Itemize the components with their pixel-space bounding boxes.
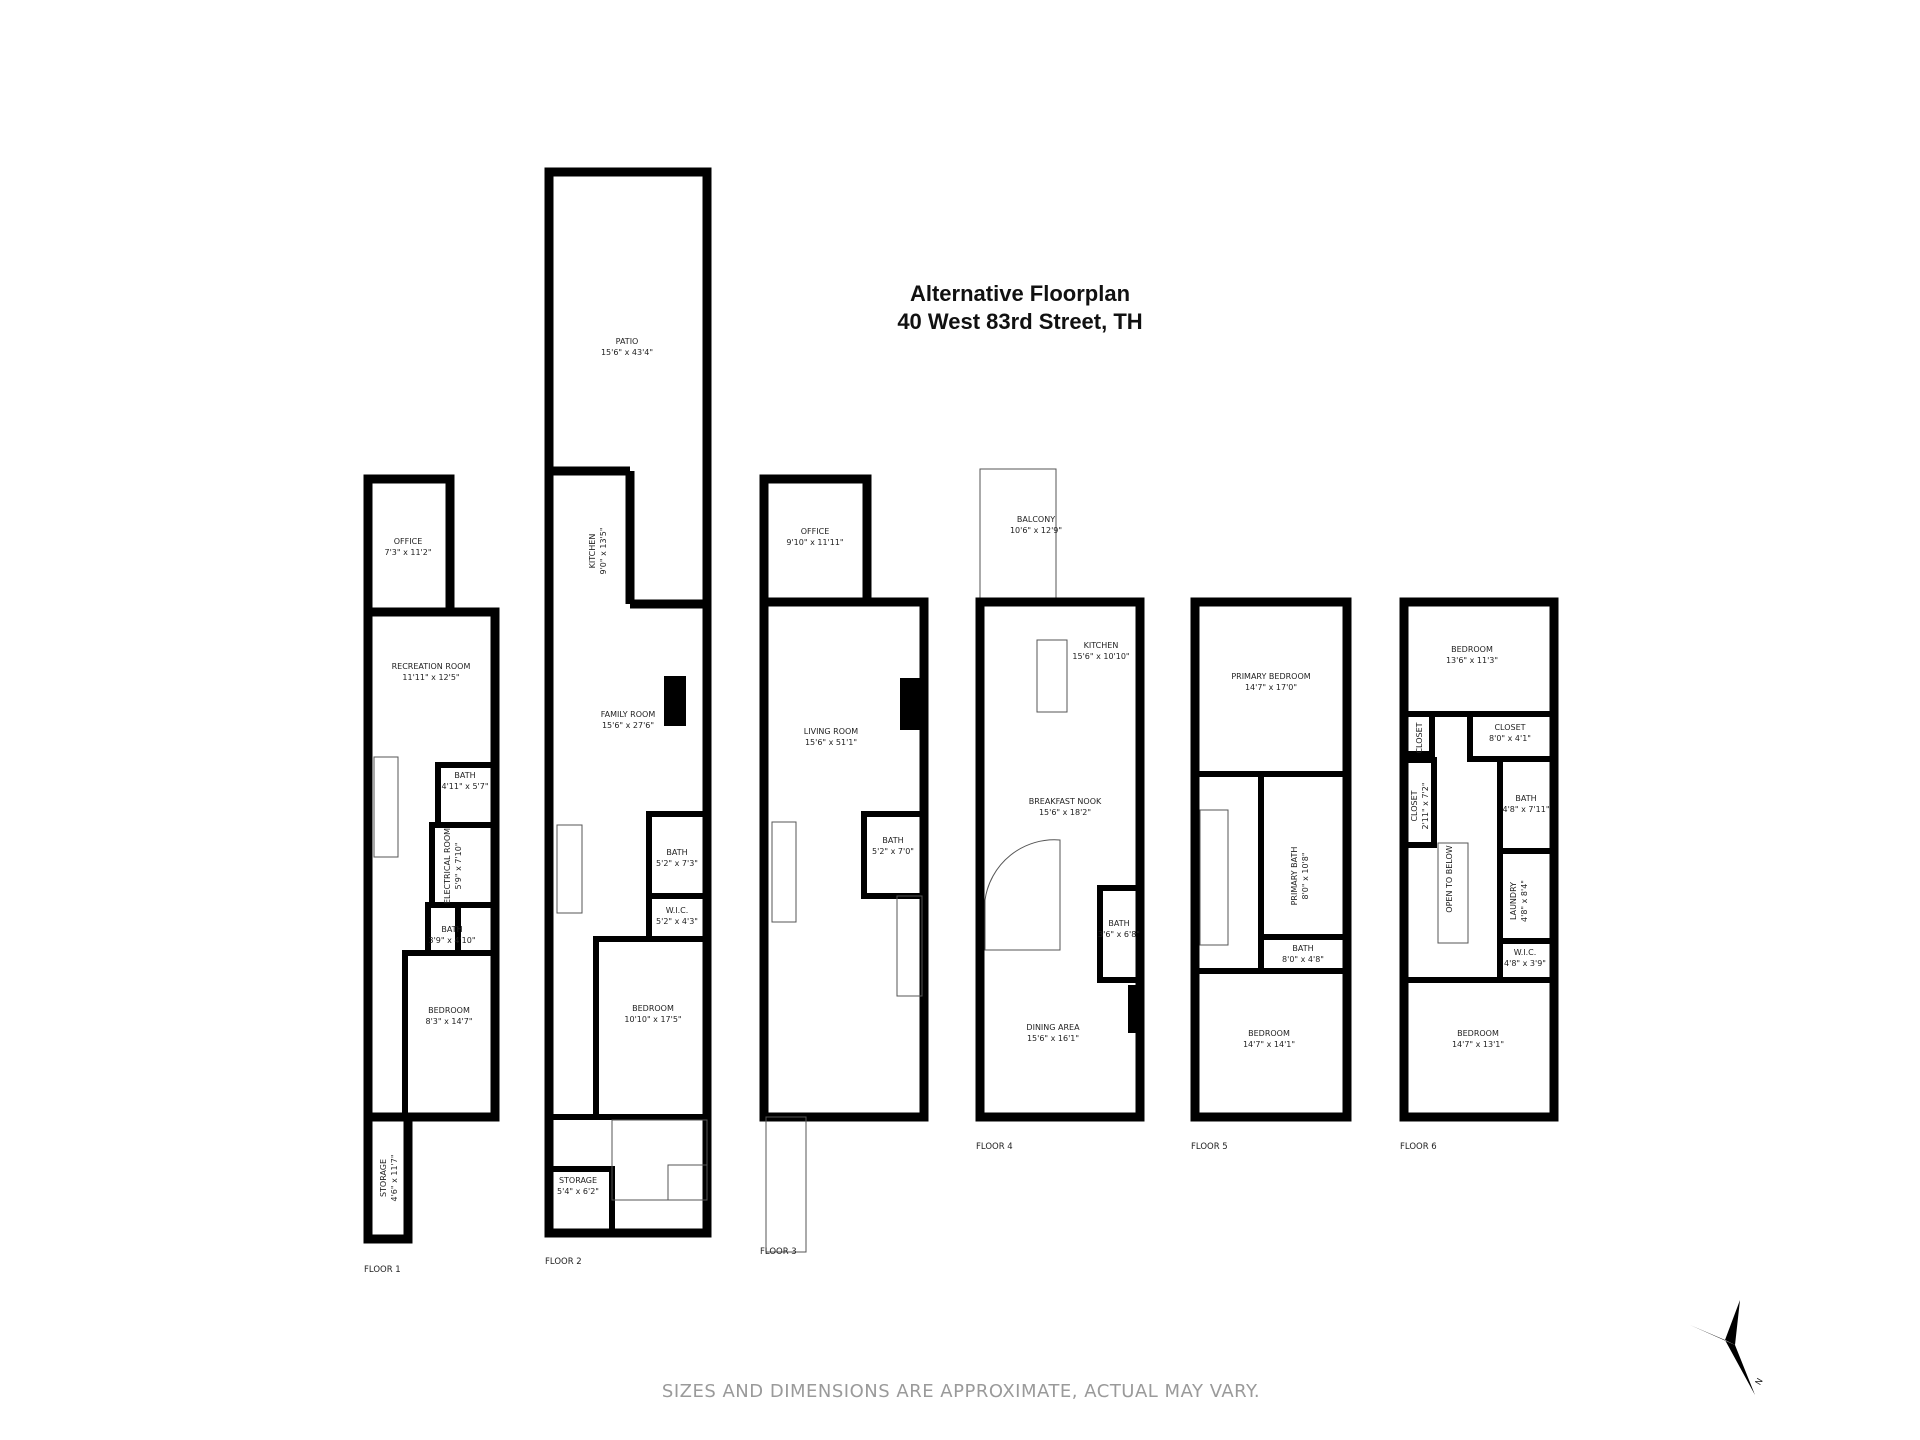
floor-5-plan bbox=[1190, 597, 1352, 1122]
title-line-1: Alternative Floorplan bbox=[910, 281, 1130, 306]
disclaimer: SIZES AND DIMENSIONS ARE APPROXIMATE, AC… bbox=[662, 1381, 1260, 1402]
room-label-open-to-below: OPEN TO BELOW bbox=[1445, 845, 1454, 912]
floor-6-plan bbox=[1399, 597, 1559, 1122]
floor-label-1: FLOOR 1 bbox=[364, 1265, 401, 1275]
floor-4-plan bbox=[975, 468, 1145, 1122]
floor-label-5: FLOOR 5 bbox=[1191, 1142, 1228, 1152]
title-line-2: 40 West 83rd Street, TH bbox=[897, 309, 1142, 334]
north-label: N bbox=[1754, 1377, 1766, 1388]
floor-label-3: FLOOR 3 bbox=[760, 1247, 797, 1257]
room-label-w-i-c: W.I.C.5'2" x 4'3" bbox=[656, 906, 698, 926]
room-label-closet: CLOSET bbox=[1415, 722, 1424, 753]
floor-2-plan bbox=[544, 167, 712, 1238]
floor-1-plan bbox=[363, 474, 500, 1244]
room-label-w-i-c: W.I.C.4'8" x 3'9" bbox=[1504, 948, 1546, 968]
floor-label-4: FLOOR 4 bbox=[976, 1142, 1013, 1152]
floor-label-2: FLOOR 2 bbox=[545, 1257, 582, 1267]
floor-label-6: FLOOR 6 bbox=[1400, 1142, 1437, 1152]
north-arrow-icon bbox=[1690, 1300, 1755, 1395]
floor-3-plan bbox=[759, 474, 929, 1253]
